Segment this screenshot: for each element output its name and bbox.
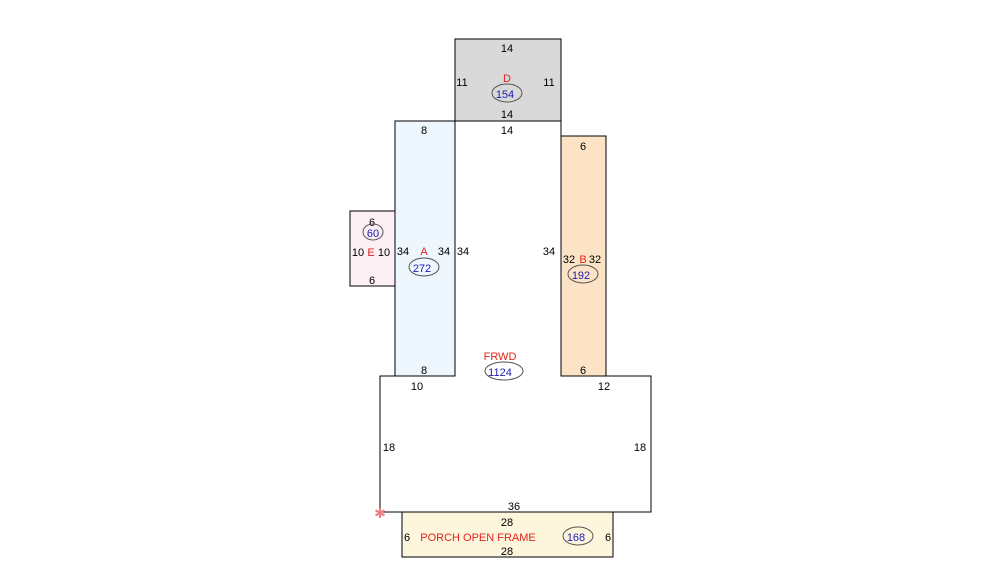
section-d-right-dim: 11 (543, 77, 554, 89)
section-d-bottom-dim: 14 (501, 109, 513, 121)
main-right-dim-18: 18 (634, 442, 646, 454)
section-b-bottom-dim: 6 (580, 365, 586, 377)
section-a-area: 272 (413, 263, 431, 275)
porch-bottom-dim: 28 (501, 546, 513, 558)
start-point-marker-icon: ✱ (374, 506, 386, 522)
section-d-area-ellipse (491, 83, 523, 103)
main-left-dim-34: 34 (457, 246, 469, 258)
section-b-area: 192 (572, 270, 590, 282)
porch-top-dim: 28 (501, 517, 513, 529)
section-d-top-dim: 14 (501, 43, 513, 55)
section-a-top-dim: 8 (421, 125, 427, 137)
section-a-rect[interactable] (394, 120, 456, 377)
section-b-right-dim: 32 (589, 254, 601, 266)
section-a-right-dim: 34 (438, 246, 450, 258)
section-e-left-dim: 10 (352, 247, 364, 259)
main-area: 1124 (488, 367, 512, 379)
section-d-area: 154 (496, 89, 514, 101)
main-area-ellipse (484, 361, 524, 381)
main-left-dim-18: 18 (383, 442, 395, 454)
main-bottom-left-dim: 10 (411, 381, 423, 393)
section-b-label: B (579, 254, 586, 266)
section-e-label: E (367, 247, 374, 259)
section-b-left-dim: 32 (563, 254, 575, 266)
section-e-top-dim: 6 (369, 217, 375, 229)
section-b-top-dim: 6 (580, 141, 586, 153)
section-d-left-dim: 11 (456, 77, 467, 89)
main-top-dim: 14 (501, 125, 513, 137)
section-e-bottom-dim: 6 (369, 275, 375, 287)
main-bottom-dim-36: 36 (508, 501, 520, 513)
porch-right-dim: 6 (605, 532, 611, 544)
section-a-label: A (420, 246, 428, 258)
section-b-rect[interactable] (560, 135, 607, 377)
section-d-label: D (503, 73, 511, 85)
section-d-rect[interactable] (454, 38, 562, 122)
porch-label: PORCH OPEN FRAME (420, 532, 536, 544)
section-a-bottom-dim: 8 (421, 365, 427, 377)
porch-rect[interactable] (401, 511, 614, 558)
section-b-area-ellipse (567, 264, 599, 284)
section-e-rect[interactable] (349, 210, 396, 287)
section-e-area: 60 (367, 228, 379, 240)
porch-area-ellipse (562, 526, 594, 546)
section-e-right-dim: 10 (378, 247, 390, 259)
main-right-dim-34: 34 (543, 246, 555, 258)
section-a-left-dim: 34 (397, 246, 409, 258)
section-a-area-ellipse (408, 257, 440, 277)
section-e-area-ellipse (362, 223, 384, 241)
porch-left-dim: 6 (404, 532, 410, 544)
porch-area: 168 (567, 532, 585, 544)
main-bottom-right-dim: 12 (598, 381, 610, 393)
main-label: FRWD (484, 351, 517, 363)
